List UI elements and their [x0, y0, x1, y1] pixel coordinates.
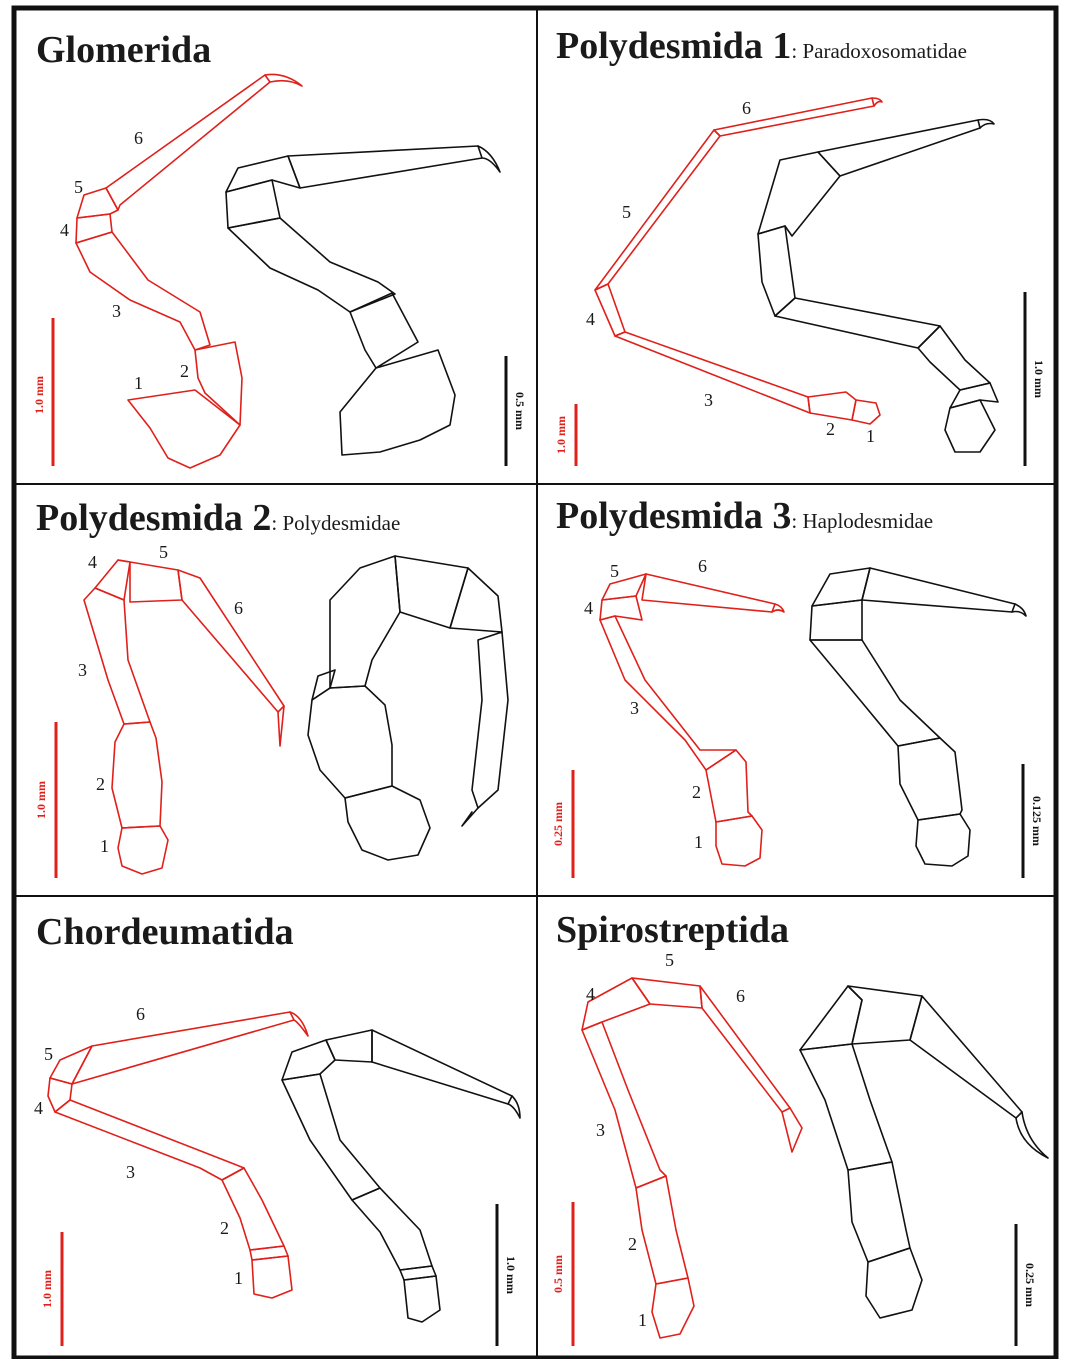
segment-label-6: 6 — [742, 98, 751, 118]
segment-label-1: 1 — [866, 426, 875, 446]
segment-label-2: 2 — [220, 1218, 229, 1238]
segment-label-2: 2 — [826, 419, 835, 439]
segment-label-2: 2 — [96, 774, 105, 794]
segment-label-6: 6 — [698, 556, 707, 576]
segment-label-3: 3 — [704, 390, 713, 410]
panel-title: Spirostreptida — [556, 909, 789, 951]
segment-label-5: 5 — [665, 950, 674, 970]
segment-label-5: 5 — [610, 561, 619, 581]
red-scale-label: 1.0 mm — [554, 416, 568, 454]
segment-label-5: 5 — [74, 177, 83, 197]
black-leg-drawing — [308, 556, 508, 860]
segment-label-2: 2 — [692, 782, 701, 802]
segment-label-4: 4 — [60, 220, 69, 240]
red-leg-drawing — [600, 574, 784, 866]
red-leg-drawing — [84, 560, 284, 874]
segment-label-3: 3 — [630, 698, 639, 718]
red-scale-label: 1.0 mm — [40, 1270, 54, 1308]
black-scale-label: 0.25 mm — [1023, 1263, 1037, 1307]
black-scale-label: 0.125 mm — [1030, 796, 1044, 846]
black-leg-drawing — [800, 986, 1048, 1318]
segment-label-1: 1 — [100, 836, 109, 856]
segment-label-6: 6 — [234, 598, 243, 618]
red-leg-drawing — [76, 74, 302, 468]
segment-label-6: 6 — [136, 1004, 145, 1024]
red-scale-label: 1.0 mm — [34, 781, 48, 819]
panel-glomerida: Glomerida 1 2 3 4 5 6 1 — [32, 29, 527, 468]
segment-label-3: 3 — [112, 301, 121, 321]
segment-label-4: 4 — [586, 984, 595, 1004]
red-scale-label: 0.25 mm — [551, 802, 565, 846]
panel-title: Glomerida — [36, 29, 211, 71]
black-leg-drawing — [226, 146, 500, 455]
panel-title: Polydesmida 2 — [36, 497, 271, 539]
black-leg-drawing — [282, 1030, 520, 1322]
segment-label-1: 1 — [694, 832, 703, 852]
red-scale-label: 1.0 mm — [32, 376, 46, 414]
segment-label-1: 1 — [638, 1310, 647, 1330]
segment-label-1: 1 — [134, 373, 143, 393]
segment-label-5: 5 — [44, 1044, 53, 1064]
red-scale-label: 0.5 mm — [551, 1255, 565, 1293]
panel-subtitle: : Polydesmidae — [271, 511, 400, 535]
segment-label-3: 3 — [78, 660, 87, 680]
panel-title: Polydesmida 1 — [556, 25, 791, 67]
red-leg-drawing — [595, 98, 882, 424]
panel-polydesmida-1: Polydesmida 1: Paradoxosomatidae 1 2 3 — [554, 25, 1046, 466]
segment-label-4: 4 — [584, 598, 593, 618]
panel-polydesmida-3: Polydesmida 3: Haplodesmidae 1 2 3 4 5 — [551, 495, 1044, 878]
panel-chordeumatida: Chordeumatida 1 2 3 4 5 — [34, 911, 520, 1346]
black-scale-label: 1.0 mm — [504, 1256, 518, 1294]
segment-label-4: 4 — [586, 309, 595, 329]
panel-subtitle: : Paradoxosomatidae — [791, 39, 967, 63]
segment-label-1: 1 — [234, 1268, 243, 1288]
panel-title: Chordeumatida — [36, 911, 294, 953]
segment-labels: 1 2 3 4 5 6 — [60, 128, 189, 393]
segment-label-5: 5 — [159, 542, 168, 562]
segment-label-5: 5 — [622, 202, 631, 222]
red-leg-drawing — [48, 1012, 308, 1298]
black-scale-label: 0.5 mm — [513, 392, 527, 430]
panel-subtitle: : Haplodesmidae — [791, 509, 933, 533]
figure-frame — [14, 8, 1056, 1358]
panel-title-group: Polydesmida 3: Haplodesmidae — [556, 495, 933, 537]
panel-title-group: Polydesmida 1: Paradoxosomatidae — [556, 25, 967, 67]
red-leg-drawing — [582, 978, 802, 1338]
segment-label-6: 6 — [736, 986, 745, 1006]
panel-spirostreptida: Spirostreptida 1 2 3 4 5 6 — [551, 909, 1048, 1346]
black-leg-drawing — [758, 120, 998, 453]
segment-label-2: 2 — [628, 1234, 637, 1254]
segment-label-2: 2 — [180, 361, 189, 381]
black-leg-drawing — [810, 568, 1026, 866]
panel-title: Polydesmida 3 — [556, 495, 791, 537]
panel-title-group: Polydesmida 2: Polydesmidae — [36, 497, 400, 539]
segment-labels: 1 2 3 4 5 6 — [586, 950, 745, 1330]
segment-label-3: 3 — [126, 1162, 135, 1182]
segment-label-3: 3 — [596, 1120, 605, 1140]
segment-label-4: 4 — [88, 552, 97, 572]
segment-labels: 1 2 3 4 5 6 — [34, 1004, 243, 1288]
segment-label-6: 6 — [134, 128, 143, 148]
segment-label-4: 4 — [34, 1098, 43, 1118]
panel-polydesmida-2: Polydesmida 2: Polydesmidae 1 2 3 4 — [34, 497, 508, 878]
black-scale-label: 1.0 mm — [1032, 360, 1046, 398]
